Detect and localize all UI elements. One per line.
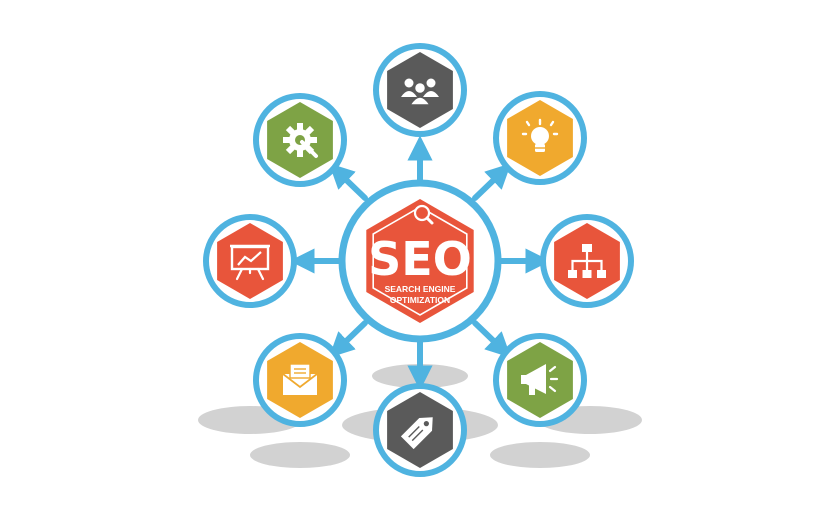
seo-subtitle-line2: OPTIMIZATION xyxy=(390,295,450,305)
envelope-icon xyxy=(282,363,318,395)
node-promotion xyxy=(493,333,587,427)
arrow-down-right xyxy=(472,320,512,358)
node-analytics xyxy=(203,214,297,308)
node-sitemap xyxy=(540,214,634,308)
node-tagging xyxy=(373,383,467,477)
arrow-down-left xyxy=(328,320,368,358)
people-group-icon xyxy=(401,78,439,106)
presentation-chart-icon xyxy=(230,244,270,281)
magnifier-icon xyxy=(413,204,434,225)
node-email xyxy=(253,333,347,427)
arrow-up-right xyxy=(472,163,512,201)
gear-wrench-icon xyxy=(283,123,318,158)
seo-hexagon xyxy=(366,199,474,323)
node-team xyxy=(373,43,467,137)
seo-title: SEO xyxy=(368,232,472,286)
seo-hub: SEO SEARCH ENGINE OPTIMIZATION xyxy=(338,179,502,343)
price-tag-icon xyxy=(400,417,433,450)
seo-subtitle-line1: SEARCH ENGINE xyxy=(385,284,456,294)
lightbulb-icon xyxy=(521,118,559,152)
arrow-up-left xyxy=(328,163,368,201)
satellite-nodes xyxy=(203,43,634,477)
hierarchy-icon xyxy=(568,244,606,278)
seo-hexagon-outline xyxy=(372,206,468,316)
node-ideas xyxy=(493,91,587,185)
megaphone-icon xyxy=(521,364,559,395)
node-settings xyxy=(253,93,347,187)
